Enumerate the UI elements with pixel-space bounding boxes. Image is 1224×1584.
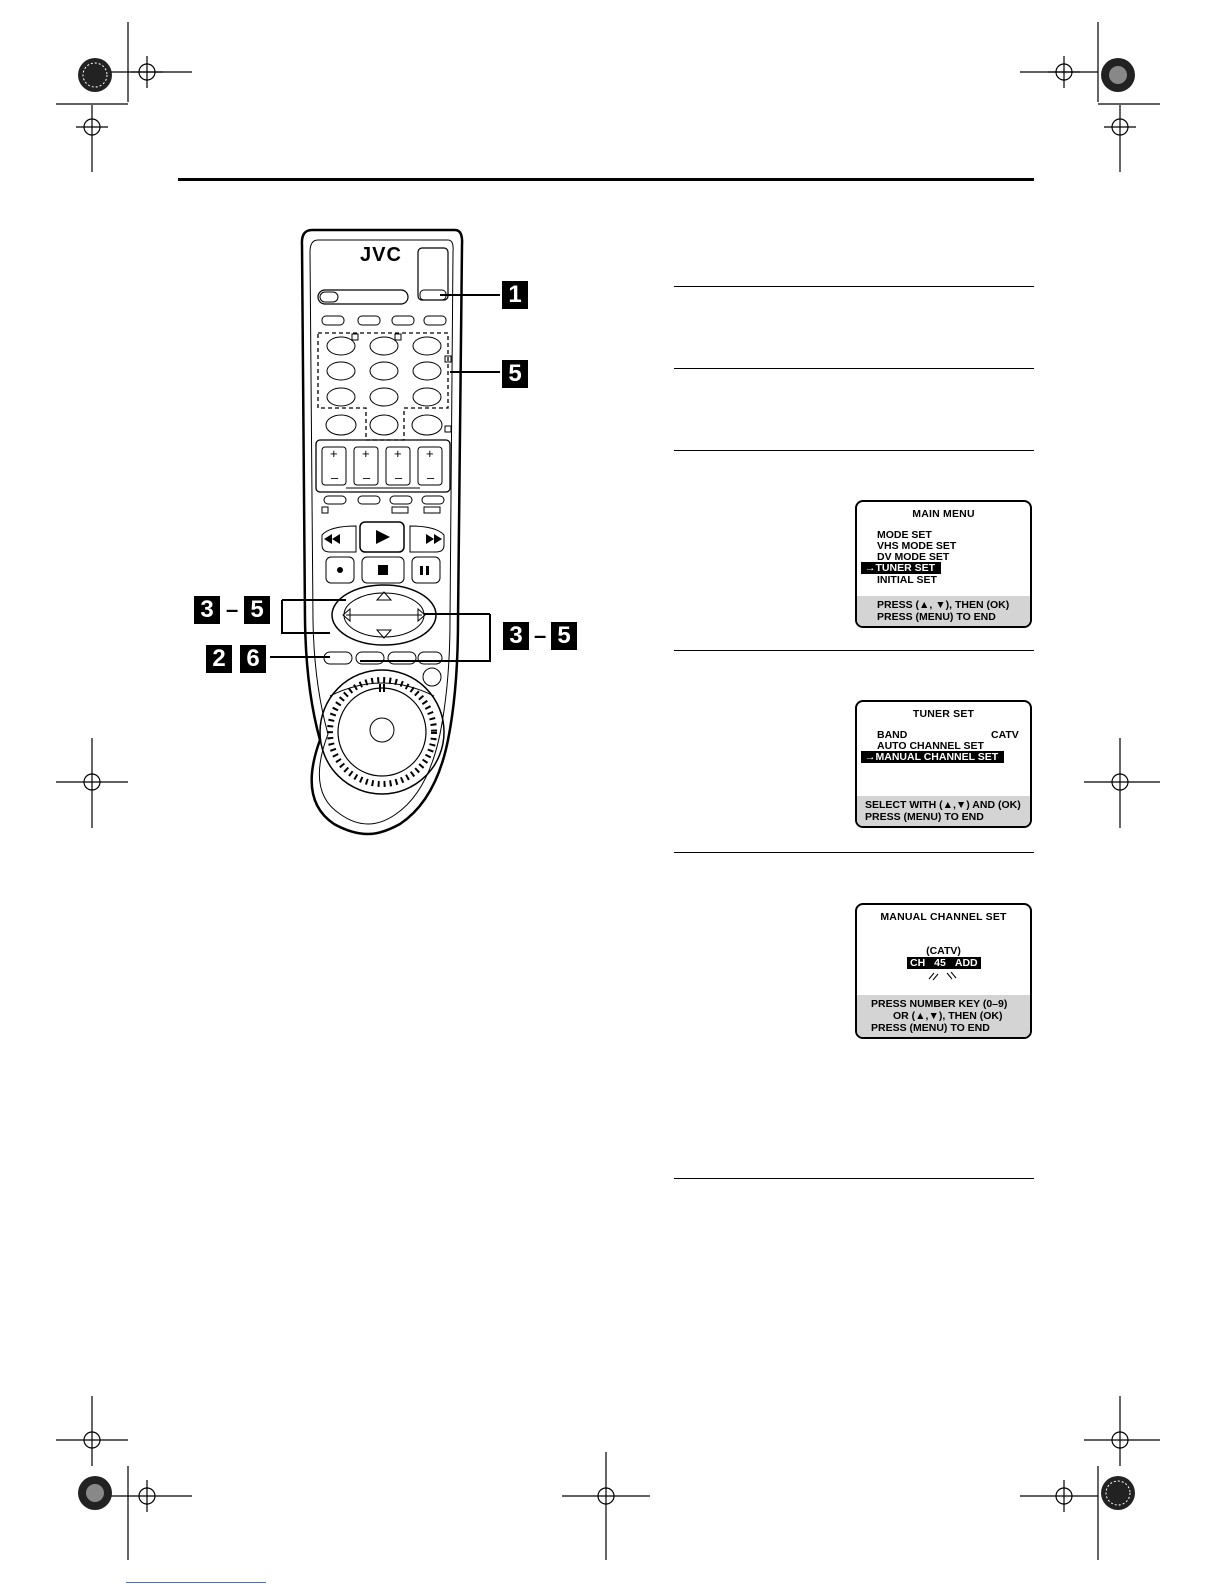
- menu-item-mode-set: MODE SET: [877, 529, 932, 541]
- svg-text:+: +: [394, 446, 402, 461]
- callout-right-range-dash: –: [534, 623, 547, 648]
- band-indicator: (CATV): [926, 945, 961, 957]
- menu-item-tuner-set-selected: →TUNER SET: [861, 562, 942, 574]
- svg-text:–: –: [363, 470, 371, 485]
- menu-item-band: BAND: [877, 729, 908, 741]
- menu-item-dv-mode-set: DV MODE SET: [877, 551, 950, 563]
- osd-footer-line-1: SELECT WITH (▲,▼) AND (OK): [865, 799, 1021, 811]
- menu-item-manual-channel-set-label: MANUAL CHANNEL SET: [875, 751, 999, 763]
- callout-left-range-start: 3: [194, 596, 220, 624]
- band-value: CATV: [991, 729, 1019, 741]
- menu-item-initial-set: INITIAL SET: [877, 574, 937, 586]
- osd-footer-line-2: PRESS (MENU) TO END: [865, 811, 984, 823]
- osd-footer-line-2: PRESS (MENU) TO END: [877, 611, 996, 623]
- osd-footer: PRESS (▲, ▼), THEN (OK) PRESS (MENU) TO …: [857, 596, 1030, 626]
- callout-step-6: 6: [240, 645, 266, 673]
- step-divider-3: [674, 450, 1034, 451]
- osd-title: MANUAL CHANNEL SET: [880, 911, 1007, 923]
- step-divider-2: [674, 368, 1034, 369]
- callout-right-range-start: 3: [503, 622, 529, 650]
- osd-footer-line-2: OR (▲,▼), THEN (OK): [893, 1010, 1003, 1022]
- channel-number: 45: [928, 957, 952, 969]
- callout-step-2: 2: [206, 645, 232, 673]
- step-divider-4: [674, 650, 1034, 651]
- step-divider-1: [674, 286, 1034, 287]
- footer-link-underline[interactable]: [126, 1582, 266, 1583]
- svg-text:–: –: [395, 470, 403, 485]
- menu-item-vhs-mode-set: VHS MODE SET: [877, 540, 957, 552]
- header-rule: [178, 178, 1034, 181]
- step-divider-5: [674, 852, 1034, 853]
- callout-left-range-dash: –: [226, 597, 239, 622]
- osd-title: TUNER SET: [912, 708, 975, 720]
- svg-text:+: +: [330, 446, 338, 461]
- menu-item-auto-channel-set: AUTO CHANNEL SET: [877, 740, 984, 752]
- svg-text:+: +: [426, 446, 434, 461]
- osd-tuner-set: TUNER SET BAND CATV AUTO CHANNEL SET →MA…: [855, 700, 1032, 828]
- osd-footer: PRESS NUMBER KEY (0–9) OR (▲,▼), THEN (O…: [857, 995, 1030, 1037]
- svg-text:+: +: [362, 446, 370, 461]
- step-divider-6: [674, 1178, 1034, 1179]
- channel-label: CH: [907, 957, 929, 969]
- menu-item-manual-channel-set-selected: →MANUAL CHANNEL SET: [861, 751, 1005, 763]
- svg-text:–: –: [331, 470, 339, 485]
- callout-step-5: 5: [502, 360, 528, 388]
- osd-footer-line-1: PRESS (▲, ▼), THEN (OK): [877, 599, 1010, 611]
- callout-right-range-end: 5: [551, 622, 577, 650]
- callout-step-1: 1: [502, 281, 528, 309]
- osd-footer-line-3: PRESS (MENU) TO END: [871, 1022, 990, 1034]
- osd-footer: SELECT WITH (▲,▼) AND (OK) PRESS (MENU) …: [857, 796, 1030, 826]
- osd-footer-line-1: PRESS NUMBER KEY (0–9): [871, 998, 1008, 1010]
- callout-left-range-end: 5: [244, 596, 270, 624]
- svg-text:–: –: [427, 470, 435, 485]
- menu-item-tuner-set-label: TUNER SET: [875, 562, 936, 574]
- osd-title: MAIN MENU: [912, 508, 975, 520]
- osd-main-menu: MAIN MENU MODE SET VHS MODE SET DV MODE …: [855, 500, 1032, 628]
- blink-indicator-icon: [928, 971, 957, 981]
- channel-status: ADD: [951, 957, 981, 969]
- remote-brand-logo: JVC: [360, 244, 402, 266]
- selection-arrow-icon: →: [865, 751, 876, 763]
- selection-arrow-icon: →: [865, 562, 876, 574]
